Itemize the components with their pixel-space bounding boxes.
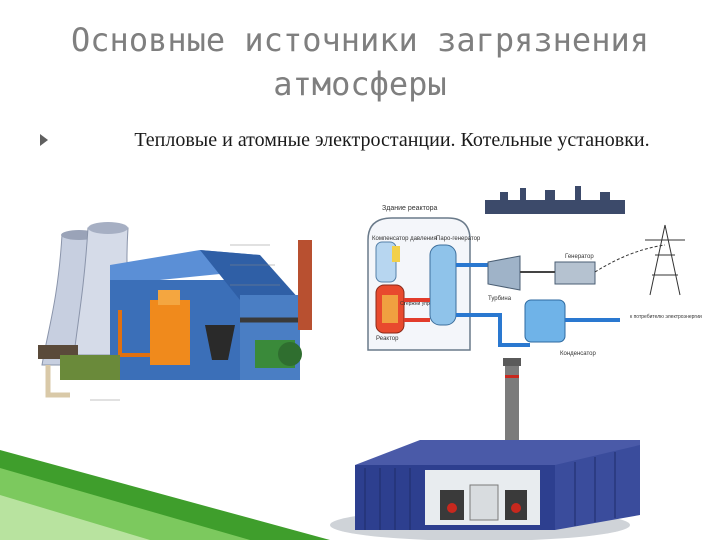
boiler-house-illustration — [330, 358, 640, 540]
label-compensator: Компенсатор давления — [372, 236, 437, 242]
label-reactor: Реактор — [376, 336, 399, 342]
bullet-arrow-icon — [40, 134, 48, 146]
nuclear-power-plant-diagram: Здание реактора Компенсатор давления Реа… — [367, 186, 702, 357]
thermal-power-plant-illustration — [38, 222, 312, 401]
slide-title: Основные источники загрязнения атмосферы — [0, 18, 720, 106]
label-reactor-building: Здание реактора — [382, 205, 438, 212]
label-turbine: Турбина — [488, 296, 512, 302]
slide-title-line1: Основные источники загрязнения — [71, 21, 649, 59]
label-generator: Генератор — [565, 254, 594, 260]
slide-title-line2: атмосферы — [273, 65, 447, 103]
label-control-rods: Стержни управления — [400, 301, 449, 307]
bullet-text: Тепловые и атомные электростанции. Котел… — [134, 129, 650, 151]
green-corner-decoration — [0, 450, 330, 540]
label-to-grid: к потребителю электроэнергии — [630, 314, 702, 320]
label-steam-generator: Паро-генератор — [436, 236, 481, 242]
label-condenser: Конденсатор — [560, 351, 597, 357]
